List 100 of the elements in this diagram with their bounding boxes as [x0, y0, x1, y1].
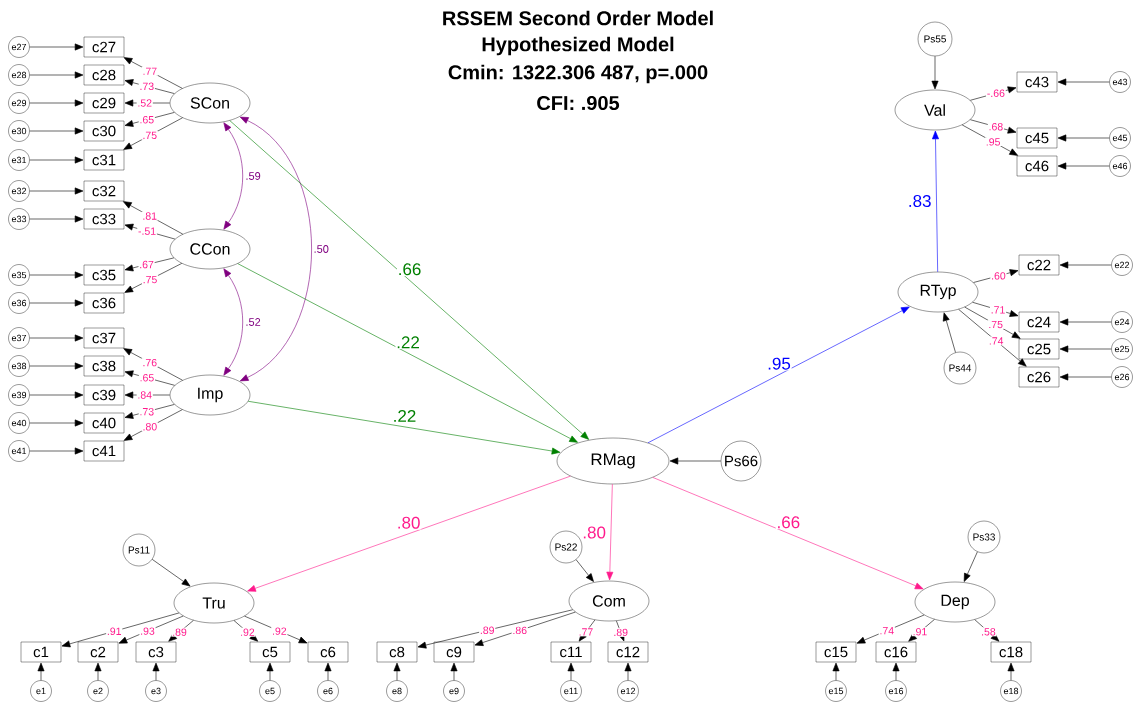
circle-node: e2	[87, 680, 109, 702]
arrow	[908, 619, 935, 642]
circle-node: Ps11	[122, 533, 156, 567]
arrow	[973, 269, 1019, 283]
arrow	[931, 55, 939, 90]
arrow	[963, 551, 978, 582]
circle-node: e29	[8, 92, 30, 114]
arrow	[942, 312, 956, 353]
arrow	[575, 559, 594, 582]
box-node: c8	[376, 641, 418, 663]
circle-node: e28	[8, 64, 30, 86]
edge-label: .73	[138, 81, 155, 91]
box-node: c1	[20, 641, 62, 663]
box-node: c31	[83, 149, 125, 171]
arrow	[123, 201, 184, 235]
arrow	[652, 477, 924, 590]
arrow	[892, 662, 900, 681]
arrow	[124, 404, 175, 419]
arrow	[123, 409, 183, 441]
arrow	[29, 334, 84, 342]
subtitle: CFI: .905	[537, 95, 620, 111]
circle-node: e8	[386, 680, 408, 702]
curved-arrow	[239, 116, 312, 382]
box-node: c26	[1018, 366, 1060, 388]
arrow	[964, 306, 1021, 339]
circle-node: e31	[8, 149, 30, 171]
box-node: c12	[607, 641, 649, 663]
curved-arrow	[223, 268, 243, 376]
ellipse-node: CCon	[169, 228, 251, 270]
edge-label: .59	[244, 171, 262, 181]
arrow	[124, 263, 183, 293]
arrow	[606, 483, 614, 581]
arrow	[1059, 318, 1112, 326]
arrow	[567, 662, 575, 681]
circle-node: e45	[1109, 127, 1131, 149]
arrow	[124, 257, 175, 272]
arrow	[29, 71, 84, 79]
arrow	[94, 662, 102, 681]
circle-node: e27	[8, 36, 30, 58]
circle-node: e36	[8, 292, 30, 314]
arrow	[123, 348, 183, 381]
arrow	[29, 187, 84, 195]
ellipse-node: SCon	[169, 82, 251, 124]
edge-label: .74	[878, 626, 895, 636]
box-node: c2	[77, 641, 119, 663]
arrow	[324, 662, 332, 681]
edge-label: .81	[141, 211, 158, 221]
circle-node: Ps55	[917, 21, 953, 57]
arrow	[29, 156, 84, 164]
box-node: c28	[83, 64, 125, 86]
edge-label: .80	[581, 525, 607, 540]
edge-label: -.66	[986, 88, 1006, 98]
box-node: c46	[1016, 155, 1058, 177]
edge-label: .92	[239, 627, 256, 637]
circle-node: e26	[1111, 366, 1133, 388]
edge-label: .77	[577, 627, 595, 637]
box-node: c24	[1018, 311, 1060, 333]
arrow	[974, 619, 1000, 642]
box-node: c37	[83, 327, 125, 349]
box-node: c38	[83, 355, 125, 377]
circle-node: e32	[8, 180, 30, 202]
arrow	[961, 124, 1018, 156]
edge-label: .80	[396, 515, 422, 530]
title: RSSEM Second Order Model	[443, 10, 713, 26]
edge-label: .60	[990, 271, 1007, 281]
arrow	[1059, 373, 1112, 381]
circle-node: e6	[317, 680, 339, 702]
box-node: c16	[875, 641, 917, 663]
arrow	[124, 112, 175, 127]
box-node: c41	[83, 440, 125, 462]
arrow	[647, 306, 910, 444]
edge-label: .80	[141, 422, 158, 432]
edge-label: .66	[775, 515, 801, 530]
arrow	[417, 609, 574, 649]
arrow	[970, 86, 1017, 101]
edge-label: .73	[138, 407, 155, 417]
circle-node: e12	[617, 680, 639, 702]
arrow	[970, 119, 1017, 134]
arrow	[29, 299, 84, 307]
arrow	[29, 99, 84, 107]
circle-node: e38	[8, 355, 30, 377]
arrow	[393, 662, 401, 681]
ellipse-node: Com	[568, 580, 650, 622]
arrow	[578, 619, 596, 642]
circle-node: e30	[8, 120, 30, 142]
arrow	[123, 57, 183, 89]
arrow	[958, 309, 1027, 367]
edge-label: .65	[138, 115, 155, 125]
circle-node: e37	[8, 327, 30, 349]
edge-label: .84	[136, 390, 153, 400]
edge-label: .65	[138, 373, 156, 383]
arrow	[29, 43, 84, 51]
circle-node: e46	[1109, 155, 1131, 177]
box-node: c25	[1018, 338, 1060, 360]
arrow	[29, 362, 84, 370]
edge-label: .89	[612, 627, 629, 637]
edge-label: .75	[141, 130, 158, 140]
arrow	[624, 662, 632, 681]
arrow	[832, 662, 840, 681]
subtitle: Cmin: 1322.306 487, p=.000	[448, 64, 708, 84]
